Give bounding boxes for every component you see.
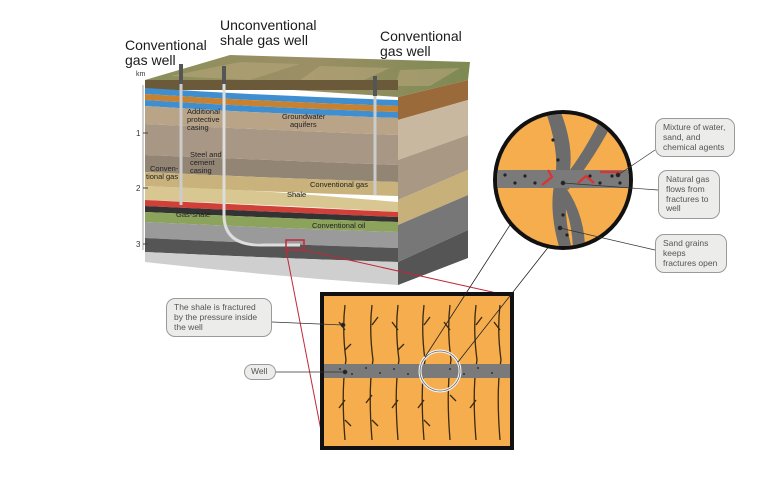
depth-axis bbox=[142, 85, 148, 250]
depth-tick-1: 1 bbox=[136, 129, 141, 138]
conventional-well-right bbox=[373, 76, 377, 195]
callout-sand-grains: Sand grains keeps fractures open bbox=[655, 234, 727, 274]
block-front-face bbox=[145, 80, 398, 285]
callout-shale-fractured: The shale is fractured by the pressure i… bbox=[166, 298, 272, 338]
fracture-circle-detail bbox=[493, 110, 633, 250]
depth-tick-3: 3 bbox=[136, 240, 141, 249]
zoom-marker bbox=[285, 239, 305, 251]
conventional-well-left bbox=[179, 64, 183, 205]
block-side-face bbox=[398, 80, 468, 285]
gas-flow-arrows bbox=[541, 169, 622, 186]
unconventional-well bbox=[222, 66, 300, 247]
zoom-line bbox=[457, 244, 551, 363]
title-conventional-well-right: Conventional gas well bbox=[380, 28, 462, 59]
well-pipe bbox=[324, 364, 510, 378]
callout-leaders bbox=[271, 149, 659, 375]
circle-well-pipe bbox=[497, 170, 629, 188]
callout-well: Well bbox=[244, 364, 276, 380]
fracture-detail bbox=[320, 292, 514, 450]
title-unconventional-well: Unconventional shale gas well bbox=[220, 17, 317, 48]
label-conventional-gas: Conventional gas bbox=[310, 180, 368, 189]
label-conventional-oil: Conventional oil bbox=[312, 221, 366, 230]
depth-unit: km bbox=[136, 71, 146, 78]
label-shale: Shale bbox=[287, 190, 306, 199]
callout-mixture: Mixture of water, sand, and chemical age… bbox=[655, 118, 735, 158]
callout-natural-gas: Natural gas flows from fractures to well bbox=[658, 170, 720, 220]
surface-fields bbox=[170, 62, 460, 86]
zoom-line bbox=[424, 224, 511, 358]
zoom-line bbox=[303, 249, 511, 297]
zoom-line bbox=[285, 249, 325, 447]
label-gas-shale: Gas-shale bbox=[176, 210, 210, 219]
title-conventional-well-left: Conventional gas well bbox=[125, 37, 207, 68]
label-conventional-gas-left: Conven-tional gas bbox=[146, 164, 179, 181]
depth-tick-2: 2 bbox=[136, 184, 141, 193]
